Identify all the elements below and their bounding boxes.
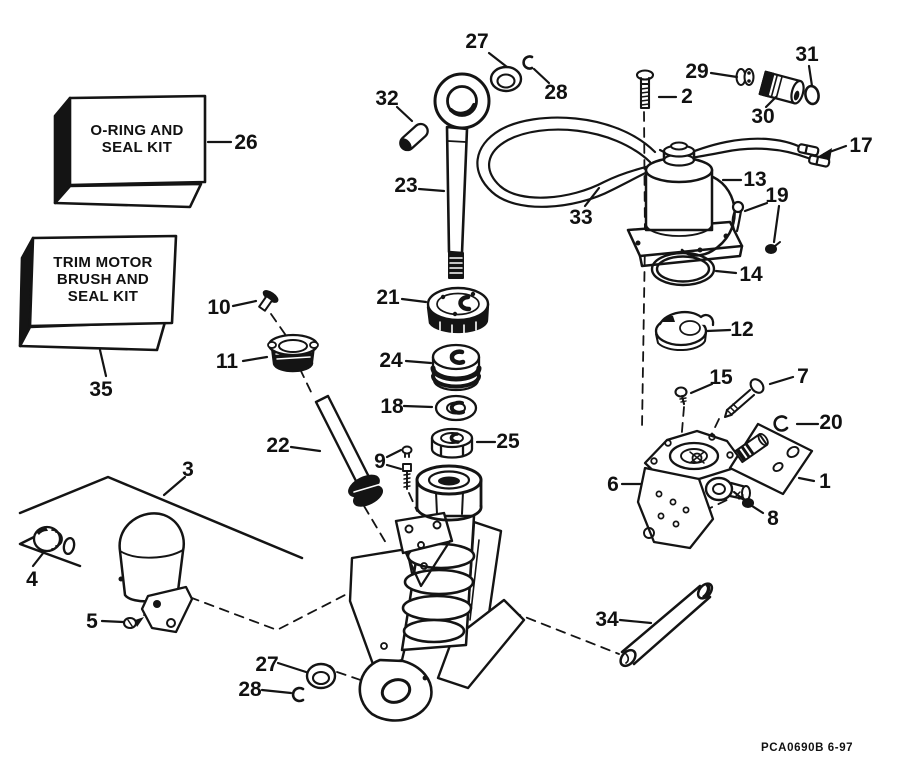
trim-kit-line-1: TRIM MOTOR	[53, 254, 153, 271]
tilt-shaft-23	[433, 72, 491, 279]
screws-9	[401, 445, 413, 490]
o-ring-31	[804, 84, 820, 106]
commutator-cap-30	[758, 70, 805, 105]
tube-34	[619, 582, 714, 668]
clip-28-top	[522, 55, 534, 70]
drawing-code: PCA0690B 6-97	[761, 742, 854, 754]
valve-kit-plate-1	[728, 422, 814, 496]
oring-seal-kit-box	[53, 94, 207, 209]
bushing-27-bottom	[305, 662, 337, 690]
valve-pin-10	[258, 290, 279, 312]
washer-18	[434, 394, 478, 422]
trim-kit-line-2: BRUSH AND	[56, 271, 150, 288]
manifold-6	[636, 429, 751, 550]
bushing-4	[32, 525, 76, 556]
pin-32	[399, 122, 429, 152]
clip-20	[773, 415, 789, 432]
nut-25	[430, 427, 474, 459]
o-ring-14	[650, 251, 716, 287]
callout-leader-lines	[31, 51, 848, 695]
kit-boundary-3	[18, 475, 304, 568]
bolt-7	[723, 378, 765, 419]
screw-15	[674, 386, 688, 406]
trim-motor-13	[626, 141, 744, 268]
cotter-pin-19	[731, 200, 745, 234]
cylinder-housing	[348, 464, 526, 722]
trim-kit-line-3: SEAL KIT	[67, 288, 139, 305]
seal-housing-11	[267, 333, 319, 373]
filter-12	[654, 310, 715, 352]
wire-connectors-17	[797, 143, 820, 157]
clip-28-bottom	[291, 686, 305, 703]
trim-motor-kit-box	[18, 234, 178, 352]
piston-rod-22	[314, 394, 383, 507]
screw-2	[635, 69, 655, 110]
end-cap-21	[426, 286, 490, 334]
reservoir	[118, 512, 194, 634]
bushing-27-top	[489, 65, 523, 93]
screw-5	[122, 616, 144, 630]
oring-kit-line-2: SEAL KIT	[101, 139, 173, 156]
brush-cap-29	[735, 68, 755, 86]
oring-kit-line-1: O-RING AND	[90, 122, 184, 139]
trim-motor-kit-label: TRIM MOTOR BRUSH AND SEAL KIT	[36, 254, 170, 305]
oring-seal-kit-label: O-RING AND SEAL KIT	[70, 122, 204, 156]
screw-19	[765, 241, 781, 254]
spool-24	[430, 343, 482, 392]
